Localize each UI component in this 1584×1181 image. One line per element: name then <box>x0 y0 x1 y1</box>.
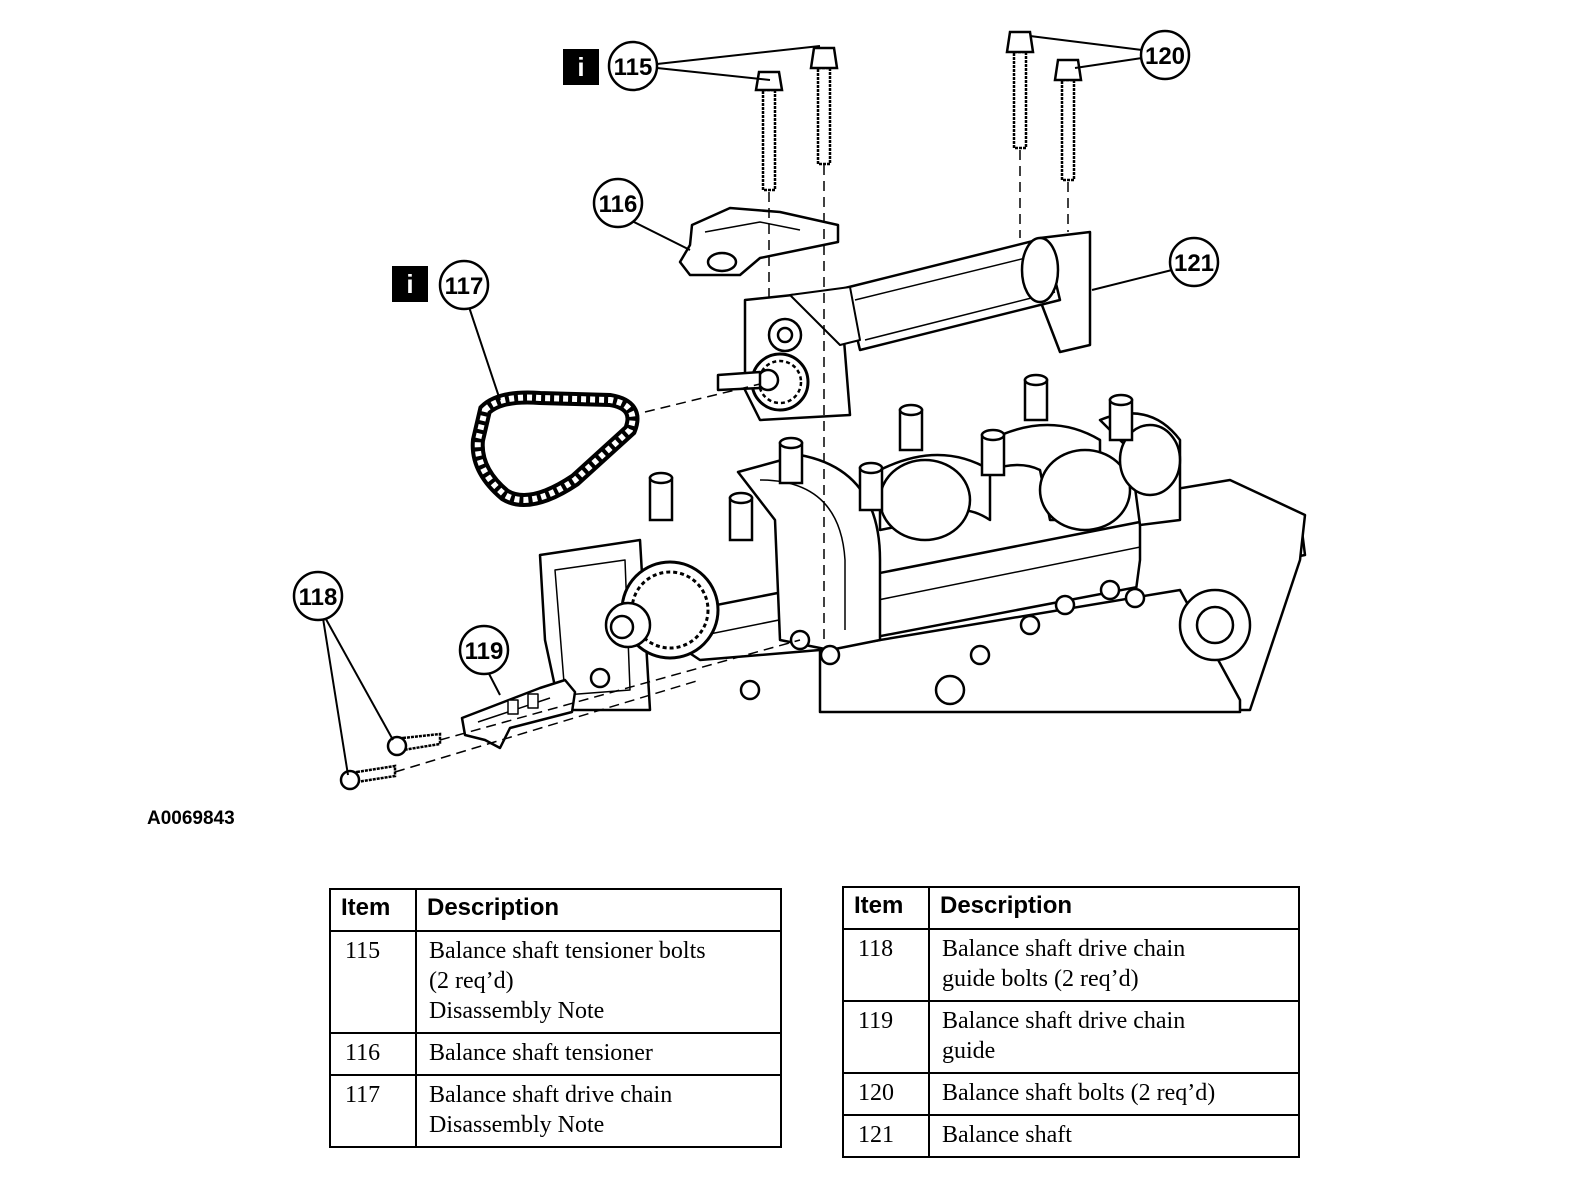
legend-description: Balance shaft <box>928 1114 1300 1158</box>
svg-text:120: 120 <box>1145 43 1185 70</box>
callout-120: 120 <box>1139 29 1191 81</box>
legend-item-number: 120 <box>842 1072 930 1116</box>
legend-item-number: 118 <box>842 928 930 1002</box>
info-badge-115: i <box>563 49 599 85</box>
figure-id: A0069843 <box>147 808 235 829</box>
alignment-lines <box>394 150 1069 773</box>
legend-item-number: 119 <box>842 1000 930 1074</box>
legend-row: 120 Balance shaft bolts (2 req’d) <box>842 1072 1300 1116</box>
legend-header-row: Item Description <box>842 886 1300 930</box>
callout-117: 117 <box>438 259 490 311</box>
callout-119: 119 <box>458 624 510 676</box>
legend-item-number: 115 <box>329 930 417 1034</box>
svg-text:115: 115 <box>614 54 653 81</box>
balance-shaft-part <box>716 230 1092 422</box>
legend-row: 115 Balance shaft tensioner bolts (2 req… <box>329 930 782 1034</box>
legend-table-right: Item Description 118 Balance shaft drive… <box>842 886 1300 1158</box>
callout-115: 115 <box>607 40 659 92</box>
description-line: Balance shaft drive chain <box>429 1082 673 1108</box>
description-column-header: Description <box>928 886 1300 930</box>
svg-text:121: 121 <box>1174 250 1214 277</box>
balance-shaft-bolts-part <box>1005 30 1083 182</box>
callout-116: 116 <box>592 177 644 229</box>
tensioner-bolts-part <box>754 46 839 192</box>
svg-text:i: i <box>406 269 413 299</box>
legend-description: Balance shaft tensioner bolts (2 req’d) … <box>415 930 782 1034</box>
legend-header-row: Item Description <box>329 888 782 932</box>
guide-bolts-part <box>339 732 442 791</box>
leader-lines <box>321 35 1173 776</box>
svg-text:116: 116 <box>599 191 638 218</box>
description-line: Balance shaft tensioner <box>429 1040 653 1066</box>
callout-118: 118 <box>292 570 344 622</box>
svg-text:119: 119 <box>465 638 504 665</box>
balance-shaft-drive-chain-part <box>470 390 640 507</box>
disassembly-note-link[interactable]: Disassembly Note <box>429 998 605 1024</box>
description-line: Balance shaft drive chain <box>942 936 1186 962</box>
svg-text:i: i <box>577 52 584 82</box>
svg-text:117: 117 <box>445 273 484 300</box>
description-line: Balance shaft drive chain <box>942 1008 1186 1034</box>
main-bearing-studs <box>648 373 1134 542</box>
legend-description: Balance shaft drive chain guide bolts (2… <box>928 928 1300 1002</box>
description-line: guide <box>942 1038 996 1064</box>
description-line: guide bolts (2 req’d) <box>942 966 1139 992</box>
description-line: (2 req’d) <box>429 968 514 994</box>
legend-row: 118 Balance shaft drive chain guide bolt… <box>842 928 1300 1002</box>
legend-row: 117 Balance shaft drive chain Disassembl… <box>329 1074 782 1148</box>
item-column-header: Item <box>842 886 930 930</box>
callout-121: 121 <box>1168 236 1220 288</box>
legend-table-left: Item Description 115 Balance shaft tensi… <box>329 888 782 1148</box>
legend-item-number: 116 <box>329 1032 417 1076</box>
chain-guide-part <box>460 678 577 750</box>
legend-description: Balance shaft bolts (2 req’d) <box>928 1072 1300 1116</box>
legend-row: 116 Balance shaft tensioner <box>329 1032 782 1076</box>
legend-description: Balance shaft drive chain guide <box>928 1000 1300 1074</box>
legend-description: Balance shaft tensioner <box>415 1032 782 1076</box>
legend-row: 119 Balance shaft drive chain guide <box>842 1000 1300 1074</box>
description-line: Balance shaft <box>942 1122 1072 1148</box>
description-column-header: Description <box>415 888 782 932</box>
item-column-header: Item <box>329 888 417 932</box>
legend-description: Balance shaft drive chain Disassembly No… <box>415 1074 782 1148</box>
description-line: Balance shaft bolts (2 req’d) <box>942 1080 1216 1106</box>
svg-text:118: 118 <box>299 584 338 611</box>
disassembly-note-link[interactable]: Disassembly Note <box>429 1112 605 1138</box>
balance-shaft-tensioner-part <box>678 206 840 277</box>
legend-row: 121 Balance shaft <box>842 1114 1300 1158</box>
legend-item-number: 117 <box>329 1074 417 1148</box>
info-badge-117: i <box>392 266 428 302</box>
engine-block <box>538 412 1307 714</box>
legend-item-number: 121 <box>842 1114 930 1158</box>
description-line: Balance shaft tensioner bolts <box>429 938 706 964</box>
